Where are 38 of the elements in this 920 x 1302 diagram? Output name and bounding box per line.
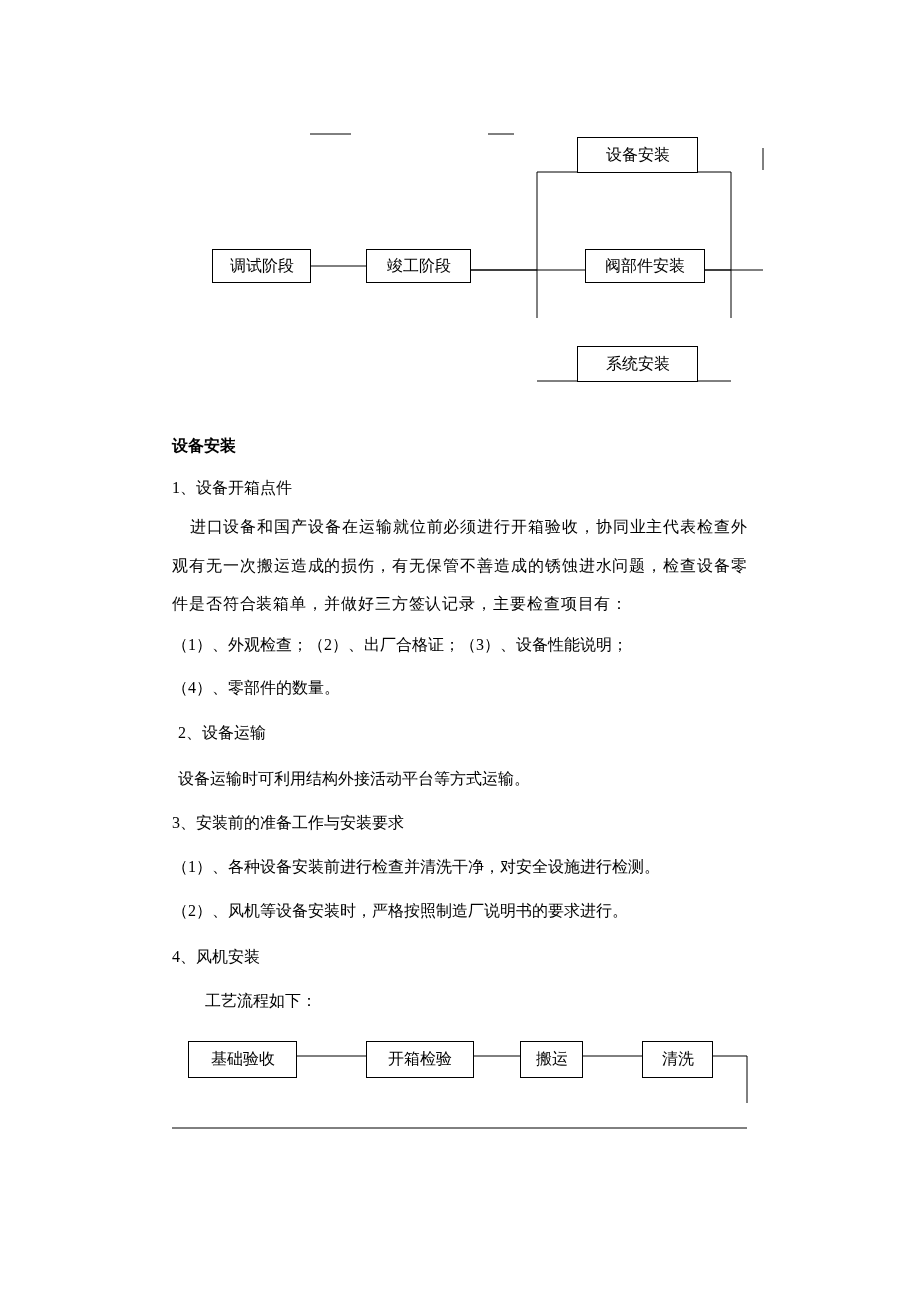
connector-line (582, 1055, 643, 1057)
connector-line (470, 171, 578, 271)
text-line: （2）、风机等设备安装时，严格按照制造厂说明书的要求进行。 (172, 901, 628, 921)
text-line: （1）、各种设备安装前进行检查并清洗干净，对安全设施进行检测。 (172, 857, 660, 877)
text-line: 3、安装前的准备工作与安装要求 (172, 813, 404, 833)
process-box (212, 249, 311, 283)
process-box (188, 1041, 297, 1078)
box-label: 设备安装 (605, 144, 670, 165)
text-line: 1、设备开箱点件 (172, 478, 292, 498)
connector-line (704, 269, 764, 271)
text-line: （4）、零部件的数量。 (172, 678, 340, 698)
connector-line (473, 1055, 521, 1057)
process-box (585, 249, 705, 283)
box-label: 阀部件安装 (605, 255, 685, 276)
process-box (577, 346, 698, 382)
process-box (642, 1041, 713, 1078)
connector-line (310, 265, 367, 267)
text-line: 工艺流程如下： (205, 991, 317, 1011)
process-box (366, 1041, 474, 1078)
box-label: 系统安装 (605, 353, 670, 374)
text-line: 设备运输时可利用结构外接活动平台等方式运输。 (178, 769, 530, 789)
box-label: 竣工阶段 (386, 255, 451, 276)
process-box (577, 137, 698, 173)
box-label: 搬运 (535, 1049, 568, 1069)
box-label: 基础验收 (210, 1049, 275, 1069)
connector-line (697, 171, 732, 271)
text-line: 4、风机安装 (172, 947, 260, 967)
process-box (520, 1041, 583, 1078)
text-line: （1）、外观检查；（2）、出厂合格证；（3）、设备性能说明； (172, 635, 628, 655)
box-label: 调试阶段 (229, 255, 294, 276)
process-box (366, 249, 471, 283)
section-heading: 设备安装 (172, 436, 236, 456)
connector-line (296, 1055, 367, 1057)
paragraph: 进口设备和国产设备在运输就位前必须进行开箱验收，协同业主代表检查外观有无一次搬运造成的损伤，有无保管不善造成的锈蚀进水问题，检查设备零件是否符合装箱单，并做好三方签认记录，主要检查项目有： (172, 517, 748, 615)
text-line: 2、设备运输 (178, 723, 266, 743)
box-label: 开箱检验 (388, 1049, 452, 1069)
box-label: 清洗 (661, 1049, 694, 1069)
connector-line (712, 1055, 748, 1104)
